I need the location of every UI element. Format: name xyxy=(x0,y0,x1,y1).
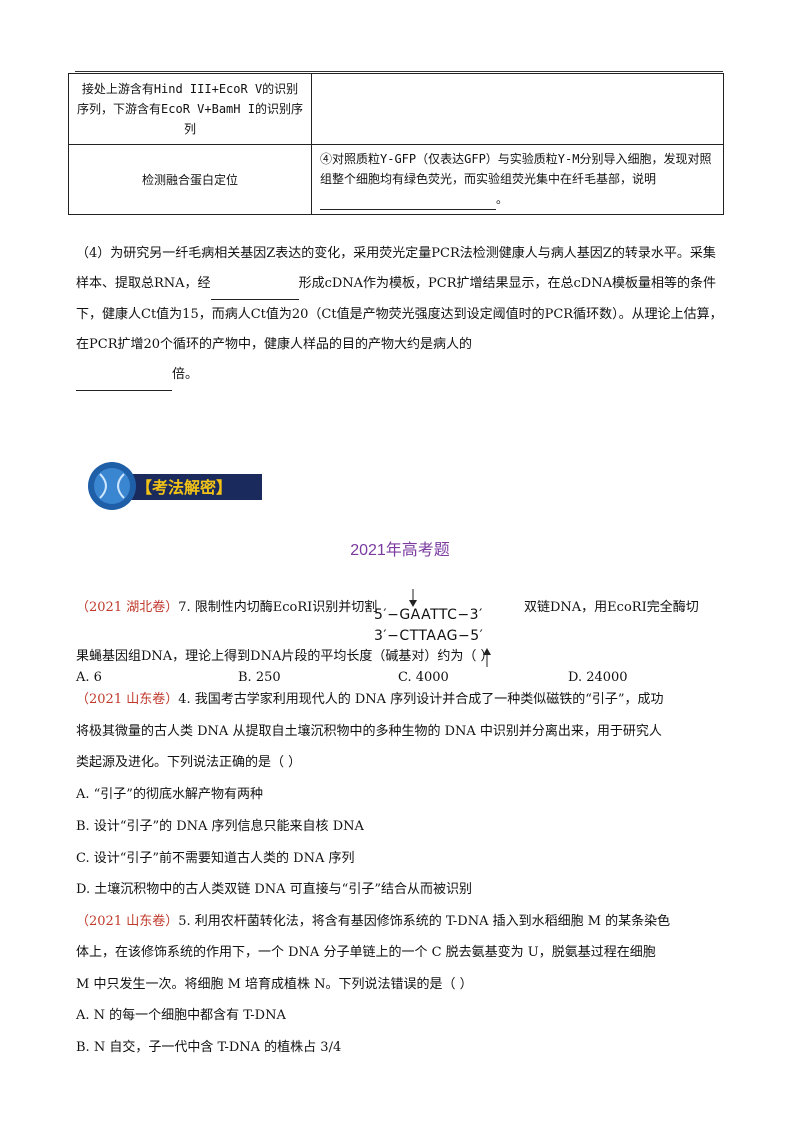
q5-option-a: A. N 的每一个细胞中都含有 T-DNA xyxy=(76,1008,286,1023)
q4-text-1: （4）为研究另一纤毛病相关基因Z表达的变化，采用荧光定量PCR法检测健康人与病人… xyxy=(76,246,716,291)
question-4-paragraph: （4）为研究另一纤毛病相关基因Z表达的变化，采用荧光定量PCR法检测健康人与病人… xyxy=(76,239,726,391)
q7-option-d: D. 24000 xyxy=(568,670,628,685)
restriction-site-diagram: 5′−GAATTC−3′ 3′−CTTAAG−5′ xyxy=(374,589,520,667)
result-text: ④对照质粒Y-GFP（仅表达GFP）与实验质粒Y-M分别导入细胞，发现对照组整个… xyxy=(320,152,712,186)
q5-line-2: 体上，在该修饰系统的作用下，一个 DNA 分子单链上的一个 C 脱去氨基变为 U… xyxy=(76,945,656,960)
table-row: 接处上游含有Hind III+EcoR V的识别序列，下游含有EcoR V+Ba… xyxy=(68,73,724,145)
q4b-line-2: 将极其微量的古人类 DNA 从提取自土壤沉积物中的多种生物的 DNA 中识别并分… xyxy=(76,724,662,739)
q4b-option-d: D. 土壤沉积物中的古人类双链 DNA 可直接与“引子”结合从而被识别 xyxy=(76,882,472,897)
q5-option-b: B. N 自交，子一代中含 T-DNA 的植株占 3/4 xyxy=(76,1040,342,1055)
q5-source: （2021 山东卷） xyxy=(76,914,179,929)
q7-line-1: （2021 湖北卷）7. 限制性内切酶EcoRI识别并切割 xyxy=(76,598,377,618)
cut-arrows xyxy=(409,589,491,667)
q4-text-3: 倍。 xyxy=(172,367,199,382)
section-title: 2021年高考题 xyxy=(350,542,450,559)
q4b-option-b: B. 设计“引子”的 DNA 序列信息只能来自核 DNA xyxy=(76,819,364,834)
q4-text-2: 形成cDNA作为模板，PCR扩增结果显示，在总cDNA模板量相等的条件下，健康人… xyxy=(76,276,723,352)
dna-helix-icon xyxy=(99,473,125,499)
q4b-option-a: A. “引子”的彻底水解产物有两种 xyxy=(76,787,263,802)
q7-source: （2021 湖北卷） xyxy=(76,600,179,615)
answer-blank xyxy=(320,189,496,210)
q4b-line-3: 类起源及进化。下列说法正确的是（ ） xyxy=(76,755,302,770)
banner-bar xyxy=(116,474,262,500)
q5-line-1: （2021 山东卷）5. 利用农杆菌转化法，将含有基因修饰系统的 T-DNA 插… xyxy=(76,912,670,932)
section-banner: 【考法解密】 xyxy=(88,462,262,510)
q7-text-a: 7. 限制性内切酶EcoRI识别并切割 xyxy=(178,600,378,615)
header-rule xyxy=(75,71,723,72)
down-arrow-icon xyxy=(409,600,417,607)
q4b-line-1: （2021 山东卷）4. 我国考古学家利用现代人的 DNA 序列设计并合成了一种… xyxy=(76,690,664,710)
q7-text-b: 双链DNA，用EcoRI完全酶切 xyxy=(524,600,699,615)
dna-globe-inner xyxy=(94,468,130,504)
q7-option-b: B. 250 xyxy=(238,670,281,685)
q4b-text-1: 4. 我国考古学家利用现代人的 DNA 序列设计并合成了一种类似磁铁的“引子”，… xyxy=(178,692,664,707)
q4b-option-c: C. 设计“引子”前不需要知道古人类的 DNA 序列 xyxy=(76,851,355,866)
banner-label: 【考法解密】 xyxy=(136,478,232,497)
sequence-top-strand: 5′−GAATTC−3′ xyxy=(374,607,483,623)
q7-option-c: C. 4000 xyxy=(398,670,449,685)
result-end: 。 xyxy=(496,192,509,206)
q5-line-3: M 中只发生一次。将细胞 M 培育成植株 N。下列说法错误的是（ ） xyxy=(76,977,473,992)
answer-blank xyxy=(210,269,299,300)
table-cell-result xyxy=(311,73,724,145)
table-row: 检测融合蛋白定位 ④对照质粒Y-GFP（仅表达GFP）与实验质粒Y-M分别导入细… xyxy=(68,144,724,215)
sequence-bottom-strand: 3′−CTTAAG−5′ xyxy=(374,628,484,644)
q4b-source: （2021 山东卷） xyxy=(76,692,179,707)
up-arrow-icon xyxy=(483,648,491,655)
q7-text-c: 果蝇基因组DNA，理论上得到DNA片段的平均长度（碱基对）约为（ ） xyxy=(76,649,494,664)
q5-text-1: 5. 利用农杆菌转化法，将含有基因修饰系统的 T-DNA 插入到水稻细胞 M 的… xyxy=(178,914,671,929)
answer-blank xyxy=(76,360,172,391)
table-cell-step: 检测融合蛋白定位 xyxy=(68,144,312,215)
q7-option-a: A. 6 xyxy=(76,670,102,685)
table-cell-result: ④对照质粒Y-GFP（仅表达GFP）与实验质粒Y-M分别导入细胞，发现对照组整个… xyxy=(311,144,724,215)
experiment-table: 接处上游含有Hind III+EcoR V的识别序列，下游含有EcoR V+Ba… xyxy=(68,73,724,215)
table-cell-step: 接处上游含有Hind III+EcoR V的识别序列，下游含有EcoR V+Ba… xyxy=(68,73,312,145)
